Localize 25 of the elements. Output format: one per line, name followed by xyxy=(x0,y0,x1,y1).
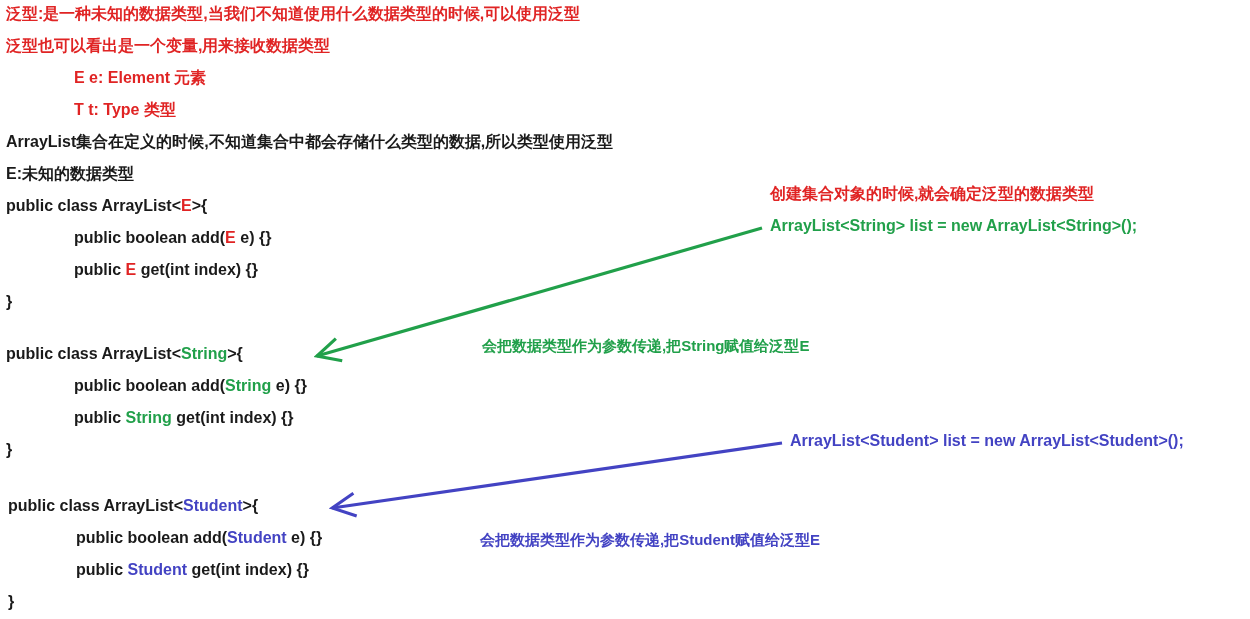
note-text: 创建集合对象的时候,就会确定泛型的数据类型 xyxy=(770,184,1096,204)
code-line: public boolean add(E e) {} xyxy=(74,228,272,248)
code-line: } xyxy=(6,292,13,312)
code-line: public String get(int index) {} xyxy=(73,408,295,428)
code-line: public class ArrayList<String>{ xyxy=(6,344,244,364)
code-line: } xyxy=(6,440,14,460)
code-line: public class ArrayList<E>{ xyxy=(6,196,208,216)
code-line: public class ArrayList<Student>{ xyxy=(8,496,260,516)
arrow xyxy=(330,441,783,518)
arrow xyxy=(315,226,763,363)
code-line: public boolean add(Student e) {} xyxy=(75,528,323,548)
code-statement: ArrayList<Student> list = new ArrayList<Student>(); xyxy=(790,431,1184,451)
note-text: E:未知的数据类型 xyxy=(6,164,134,184)
code-line: public Student get(int index) {} xyxy=(75,560,310,580)
edge-label: 会把数据类型作为参数传递,把Student赋值给泛型E xyxy=(478,530,822,550)
code-line: public boolean add(String e) {} xyxy=(73,376,307,396)
note-text: 泛型:是一种未知的数据类型,当我们不知道使用什么数据类型的时候,可以使用泛型 xyxy=(6,4,581,24)
edge-label: 会把数据类型作为参数传递,把String赋值给泛型E xyxy=(480,336,812,356)
note-text: ArrayList集合在定义的时候,不知道集合中都会存储什么类型的数据,所以类型使用泛型 xyxy=(6,132,614,152)
note-text: T t: Type 类型 xyxy=(74,100,176,120)
code-statement: ArrayList<String> list = new ArrayList<String>(); xyxy=(770,216,1138,236)
note-text: E e: Element 元素 xyxy=(74,68,207,88)
note-text: 泛型也可以看出是一个变量,用来接收数据类型 xyxy=(6,36,331,56)
code-line: } xyxy=(8,592,16,612)
code-line: public E get(int index) {} xyxy=(74,260,258,280)
